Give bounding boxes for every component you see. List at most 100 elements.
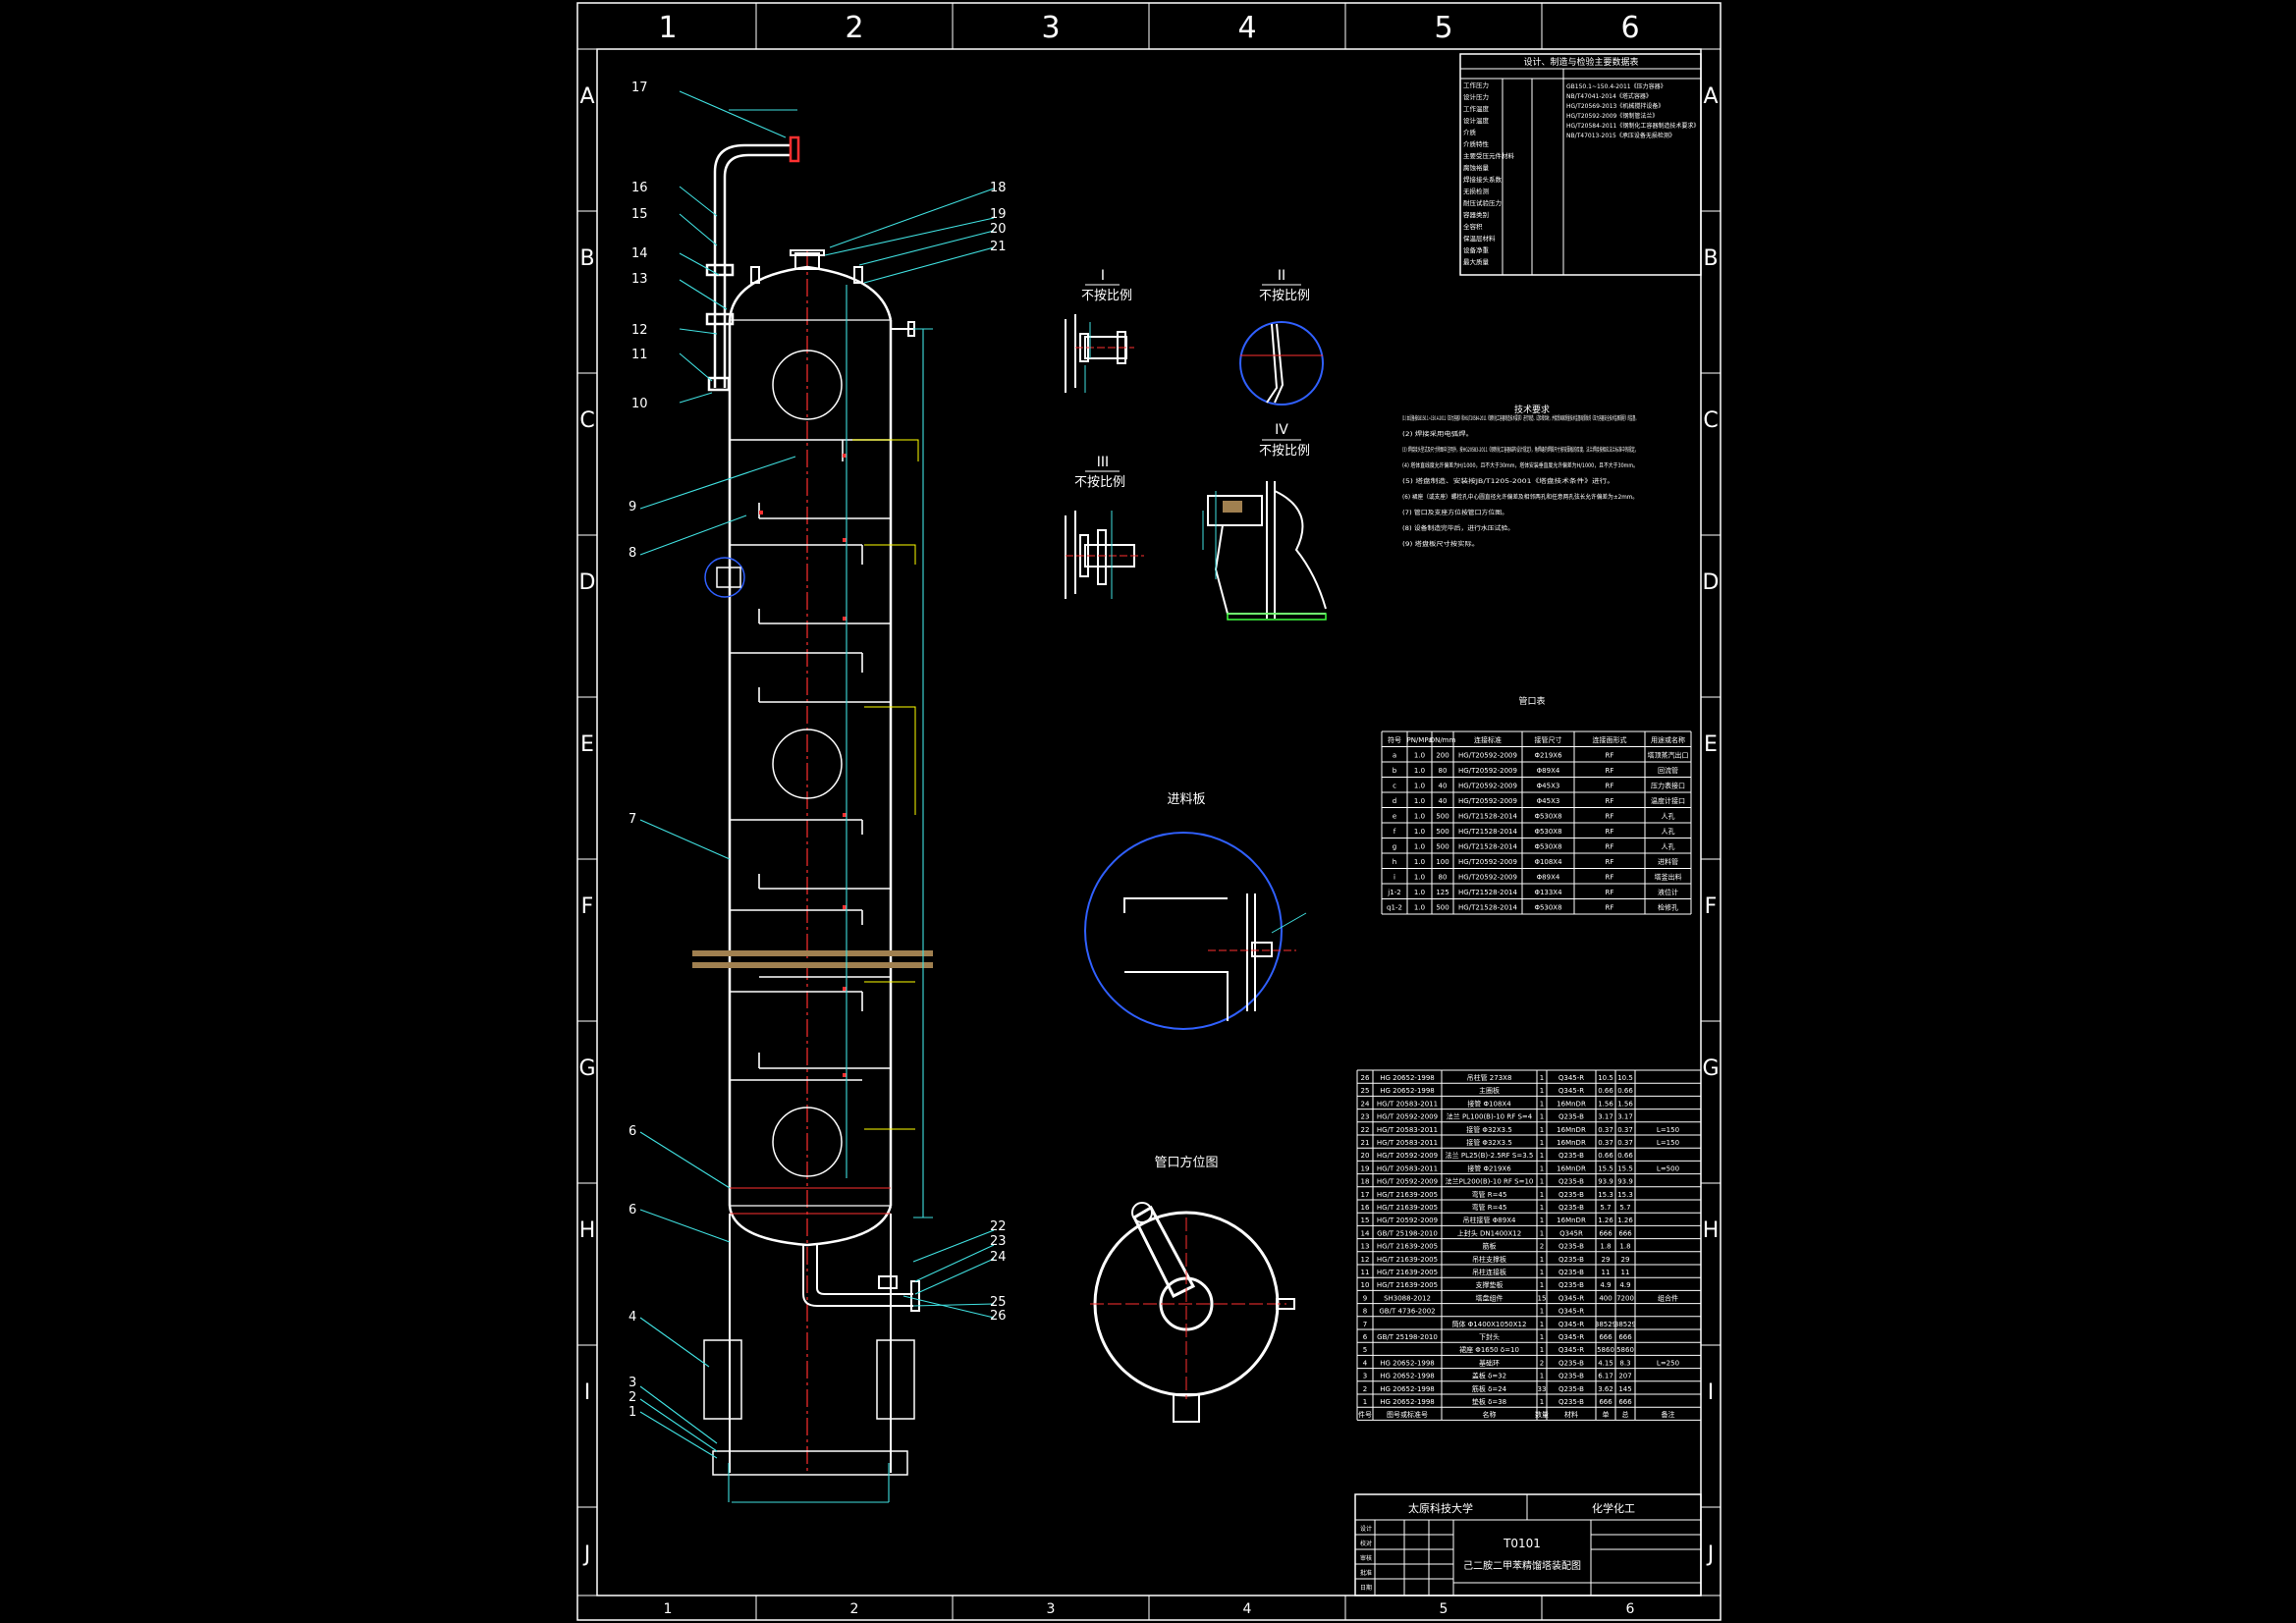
parts-cell: 1 — [1540, 1152, 1544, 1160]
nozzle-cell: 压力表接口 — [1651, 782, 1685, 790]
row-label: J — [1706, 1542, 1715, 1567]
parts-cell: Q345-R — [1558, 1074, 1584, 1082]
drawing-title: 己二胺二甲苯精馏塔装配图 — [1463, 1559, 1581, 1572]
row-label: F — [1705, 894, 1718, 919]
parts-cell: 0.37 — [1617, 1126, 1633, 1134]
leader-number: 6 — [629, 1124, 636, 1139]
parts-cell: 4 — [1363, 1359, 1368, 1367]
parts-cell: Q235-B — [1558, 1152, 1584, 1160]
view-4-number: IV — [1275, 422, 1288, 438]
nozzle-cell: 40 — [1439, 783, 1448, 790]
leader-number: 1 — [629, 1405, 636, 1420]
nozzle-cell: j1-2 — [1387, 889, 1400, 896]
manhole-e — [772, 350, 843, 420]
parts-cell: 1.8 — [1619, 1243, 1630, 1251]
parts-cell: HG/T 21639-2005 — [1377, 1269, 1438, 1276]
nozzle-cell: 1.0 — [1414, 797, 1425, 805]
parts-cell: 筒体 Φ1400X1050X12 — [1452, 1320, 1527, 1328]
design-table-title: 设计、制造与检验主要数据表 — [1523, 56, 1638, 68]
parts-cell: 7200 — [1616, 1294, 1634, 1302]
design-row-label: 主要受压元件材料 — [1463, 151, 1515, 160]
parts-cell: 主圈板 — [1479, 1086, 1500, 1095]
nozzle-cell: 80 — [1439, 767, 1448, 775]
nozzle-cell: 回流管 — [1658, 766, 1678, 775]
nozzle-cell: 500 — [1436, 828, 1449, 836]
parts-cell: GB/T 4736-2002 — [1379, 1308, 1435, 1316]
parts-cell: 3.62 — [1598, 1385, 1613, 1393]
trays — [730, 439, 891, 1081]
row-label: B — [579, 246, 594, 271]
parts-cell: 11 — [1361, 1269, 1370, 1276]
nozzle-cell: 塔顶蒸汽出口 — [1648, 751, 1689, 760]
nozzle-cell: RF — [1606, 783, 1614, 790]
parts-cell: HG/T 20592-2009 — [1377, 1217, 1438, 1224]
nozzle-header: 接管尺寸 — [1535, 735, 1562, 744]
parts-cell: 16MnDR — [1557, 1100, 1586, 1108]
tech-req-lines: (1) 本设备按GB150.1~150.4-2011《压力容器》和HG/T205… — [1402, 414, 1638, 548]
parts-cell: 接管 Φ219X6 — [1467, 1163, 1511, 1172]
parts-cell: 吊柱接管 Φ89X4 — [1463, 1216, 1516, 1224]
nozzle-cell: Φ45X3 — [1537, 783, 1560, 790]
leader-lines — [639, 90, 995, 1503]
nozzle-cell: Φ530X8 — [1534, 828, 1561, 836]
design-row-label: 设备净重 — [1463, 245, 1490, 254]
zone-grid — [577, 3, 1721, 1620]
nozzle-cell: 液位计 — [1658, 888, 1678, 896]
parts-cell: 26 — [1361, 1074, 1370, 1082]
davit — [705, 135, 800, 392]
leader-number: 25 — [990, 1295, 1007, 1310]
tech-req-line: (8) 设备制造完毕后，进行水压试验。 — [1402, 524, 1514, 532]
parts-cell: Q235-B — [1558, 1398, 1584, 1406]
design-table-left: 工作压力设计压力工作温度设计温度介质介质特性主要受压元件材料腐蚀裕量焊接接头系数… — [1463, 81, 1515, 266]
row-label: F — [581, 894, 594, 919]
row-label: D — [579, 570, 596, 595]
nozzle-cell: Φ89X4 — [1537, 874, 1560, 882]
title-block: 太原科技大学 化学化工 T0101 己二胺二甲苯精馏塔装配图 设计校对审核批准日… — [1354, 1493, 1702, 1596]
drawing-number: T0101 — [1503, 1537, 1541, 1550]
parts-cell: 1 — [1540, 1398, 1544, 1406]
side-nozzle — [716, 567, 741, 588]
parts-cell: HG/T 21639-2005 — [1377, 1191, 1438, 1199]
parts-cell: Q235-B — [1558, 1281, 1584, 1289]
parts-cell: 法兰 PL25(B)-2.5RF S=3.5 — [1446, 1151, 1534, 1160]
parts-cell: 1 — [1540, 1308, 1544, 1316]
detail-view-4: IV 不按比例 — [1202, 422, 1327, 621]
parts-cell: 5 — [1363, 1346, 1367, 1354]
tech-req-line: (4) 塔体直线度允许偏差为H/1000，且不大于30mm，塔体安装垂直度允许偏… — [1402, 461, 1638, 469]
parts-cell: 盖板 δ=32 — [1472, 1372, 1506, 1380]
leader-numbers: 1716151413121110987664321181920212223242… — [629, 81, 1007, 1420]
nozzle-cell: 温度计接口 — [1651, 796, 1685, 805]
parts-header: 单 — [1603, 1410, 1610, 1419]
parts-cell: 38529 — [1614, 1321, 1636, 1328]
parts-cell: Q345-R — [1558, 1308, 1584, 1316]
parts-cell: 2 — [1363, 1385, 1367, 1393]
bottom-outlet — [802, 1245, 920, 1312]
title-role: 审核 — [1360, 1554, 1372, 1562]
nozzle-cell: 40 — [1439, 797, 1448, 805]
parts-cell: HG 20652-1998 — [1380, 1398, 1435, 1406]
parts-cell: HG/T 21639-2005 — [1377, 1243, 1438, 1251]
title-role: 批准 — [1360, 1569, 1372, 1577]
parts-cell: 666 — [1599, 1333, 1613, 1341]
parts-header: 数量 — [1535, 1410, 1549, 1419]
body-flange-band — [692, 962, 933, 968]
row-label: A — [579, 84, 594, 109]
design-row-label: 工作温度 — [1463, 104, 1490, 113]
parts-cell: GB/T 25198-2010 — [1377, 1229, 1438, 1237]
nozzle-cell: 500 — [1436, 813, 1449, 821]
parts-cell: 1 — [1540, 1373, 1544, 1380]
design-row-label: 无损检测 — [1463, 187, 1490, 195]
detail-view-3: III 不按比例 — [1065, 455, 1144, 599]
parts-cell: 1.26 — [1598, 1217, 1613, 1224]
nozzle-cell: HG/T21528-2014 — [1458, 904, 1517, 912]
nozzle-cell: RF — [1606, 752, 1614, 760]
parts-cell: 145 — [1618, 1385, 1631, 1393]
parts-cell: 21 — [1361, 1139, 1370, 1147]
nozzle-cell: 1.0 — [1414, 904, 1425, 912]
top-head — [728, 265, 893, 321]
title-role: 设计 — [1360, 1525, 1372, 1533]
